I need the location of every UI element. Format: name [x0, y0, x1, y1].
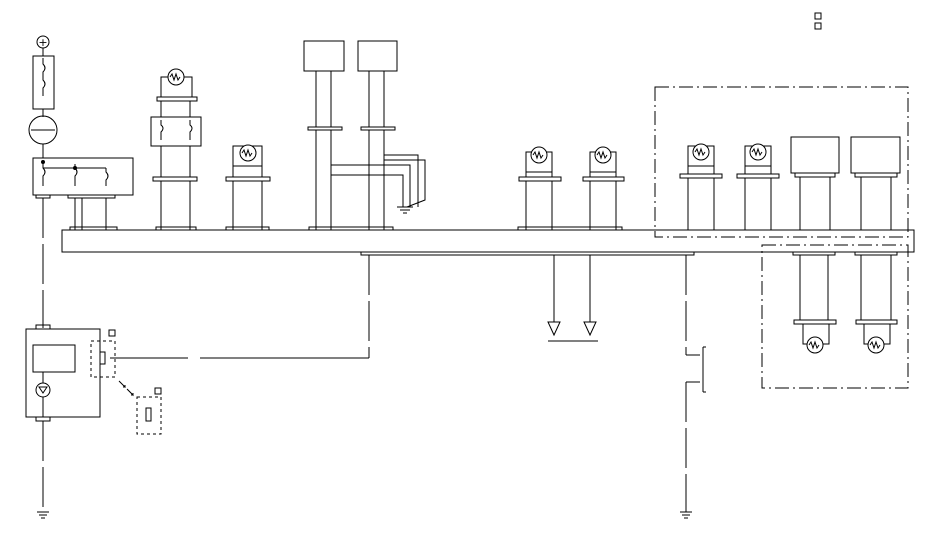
relay-icon-mid [150, 116, 202, 230]
module-icon-b [357, 40, 398, 230]
signal-wire [110, 255, 370, 359]
control-module [25, 324, 116, 519]
sheet-marker [814, 12, 822, 30]
ground-icon-wires [331, 154, 426, 214]
switch-icon [680, 255, 706, 519]
module-icon-a [303, 40, 345, 230]
lamp-icon-center-2 [582, 146, 625, 230]
lower-right-assembly [761, 244, 909, 389]
upper-right-assembly [654, 86, 909, 238]
fuse-block-main [32, 55, 55, 117]
battery-positive-terminal: + [36, 35, 50, 56]
positive-symbol: + [38, 36, 47, 49]
relay-box-left [32, 157, 134, 196]
fuse-icon [42, 58, 46, 96]
detached-connector [118, 380, 162, 435]
lamp-icon [225, 144, 271, 230]
diode-icon [38, 386, 48, 394]
connector-icon [35, 194, 116, 328]
output-terminals [547, 255, 598, 342]
main-harness-bus [61, 226, 915, 256]
lamp-top-left [156, 68, 198, 117]
main-battery-icon [28, 115, 58, 158]
lamp-icon-center-1 [518, 146, 562, 230]
